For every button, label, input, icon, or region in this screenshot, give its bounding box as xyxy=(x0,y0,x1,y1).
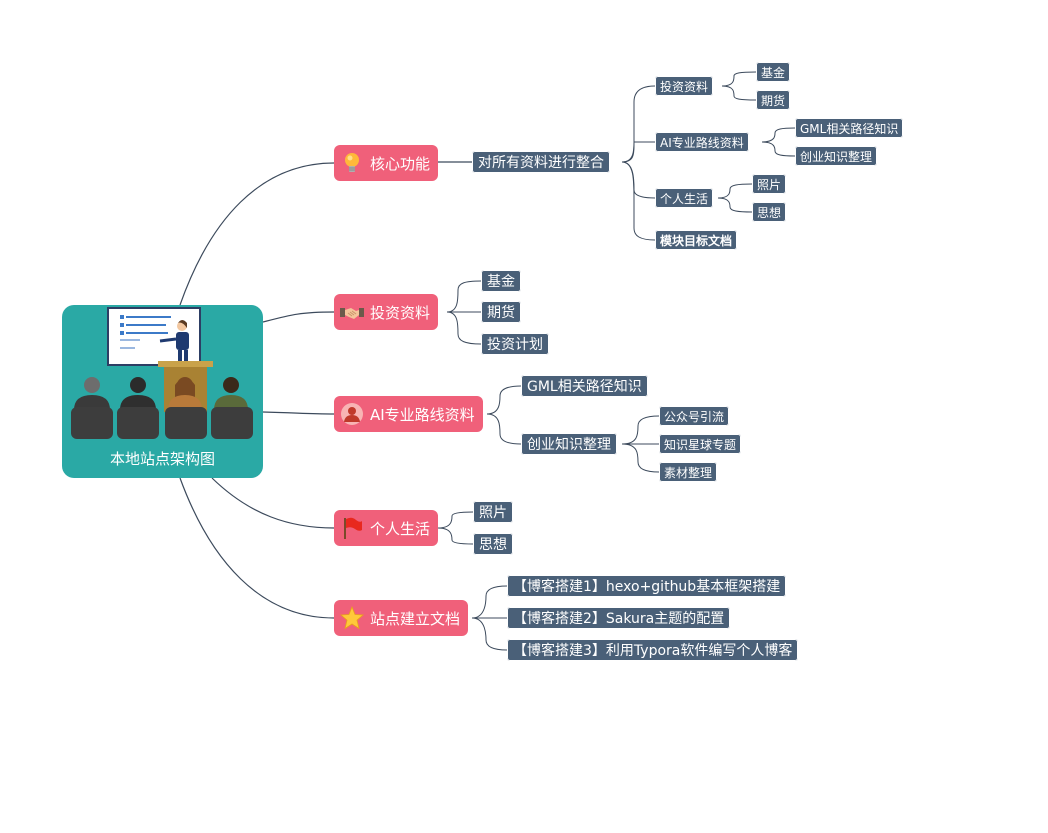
core-item-invest[interactable]: 投资资料 xyxy=(655,76,714,96)
root-label: 本地站点架构图 xyxy=(109,450,215,468)
topic-personal-life[interactable]: 个人生活 xyxy=(334,510,439,546)
site-blog-2[interactable]: 【博客搭建2】Sakura主题的配置 xyxy=(507,607,731,629)
invest-plan[interactable]: 投资计划 xyxy=(481,333,549,355)
core-invest-fund[interactable]: 基金 xyxy=(756,62,791,82)
ai-startup[interactable]: 创业知识整理 xyxy=(521,433,617,455)
lightbulb-icon xyxy=(345,153,359,172)
star-icon xyxy=(340,606,364,630)
core-item-ai[interactable]: AI专业路线资料 xyxy=(655,132,749,152)
topic-label: 核心功能 xyxy=(370,154,431,173)
site-blog-1[interactable]: 【博客搭建1】hexo+github基本框架搭建 xyxy=(507,575,787,597)
topic-site-docs[interactable]: 站点建立文档 xyxy=(334,600,469,636)
ai-startup-materials[interactable]: 素材整理 xyxy=(659,462,718,482)
invest-fund[interactable]: 基金 xyxy=(481,270,521,292)
topic-core-functions[interactable]: 核心功能 xyxy=(334,145,439,181)
core-ai-startup[interactable]: 创业知识整理 xyxy=(795,146,878,166)
ai-startup-wechat[interactable]: 公众号引流 xyxy=(659,406,730,426)
life-thoughts[interactable]: 思想 xyxy=(473,533,513,555)
topic-label: AI专业路线资料 xyxy=(370,405,475,424)
core-invest-futures[interactable]: 期货 xyxy=(756,90,791,110)
core-summary[interactable]: 对所有资料进行整合 xyxy=(472,151,610,173)
topic-label: 个人生活 xyxy=(370,519,431,538)
core-ai-gml[interactable]: GML相关路径知识 xyxy=(795,118,904,138)
presentation-meeting-illustration xyxy=(71,307,253,439)
red-flag-icon xyxy=(344,517,362,539)
person-icon xyxy=(341,403,363,425)
core-item-module-docs[interactable]: 模块目标文档 xyxy=(655,230,738,250)
handshake-icon xyxy=(340,308,364,319)
topic-investment[interactable]: 投资资料 xyxy=(334,294,439,330)
topic-label: 站点建立文档 xyxy=(370,609,461,628)
site-blog-3[interactable]: 【博客搭建3】利用Typora软件编写个人博客 xyxy=(507,639,799,661)
core-item-life[interactable]: 个人生活 xyxy=(655,188,714,208)
life-photos[interactable]: 照片 xyxy=(473,501,513,523)
invest-futures[interactable]: 期货 xyxy=(481,301,521,323)
root-topic[interactable]: 本地站点架构图 xyxy=(62,305,263,478)
ai-startup-zsxq[interactable]: 知识星球专题 xyxy=(659,434,742,454)
core-life-thoughts[interactable]: 思想 xyxy=(752,202,787,222)
core-life-photos[interactable]: 照片 xyxy=(752,174,787,194)
ai-gml[interactable]: GML相关路径知识 xyxy=(521,375,648,397)
topic-ai-path[interactable]: AI专业路线资料 xyxy=(334,396,483,432)
topic-label: 投资资料 xyxy=(370,303,431,322)
